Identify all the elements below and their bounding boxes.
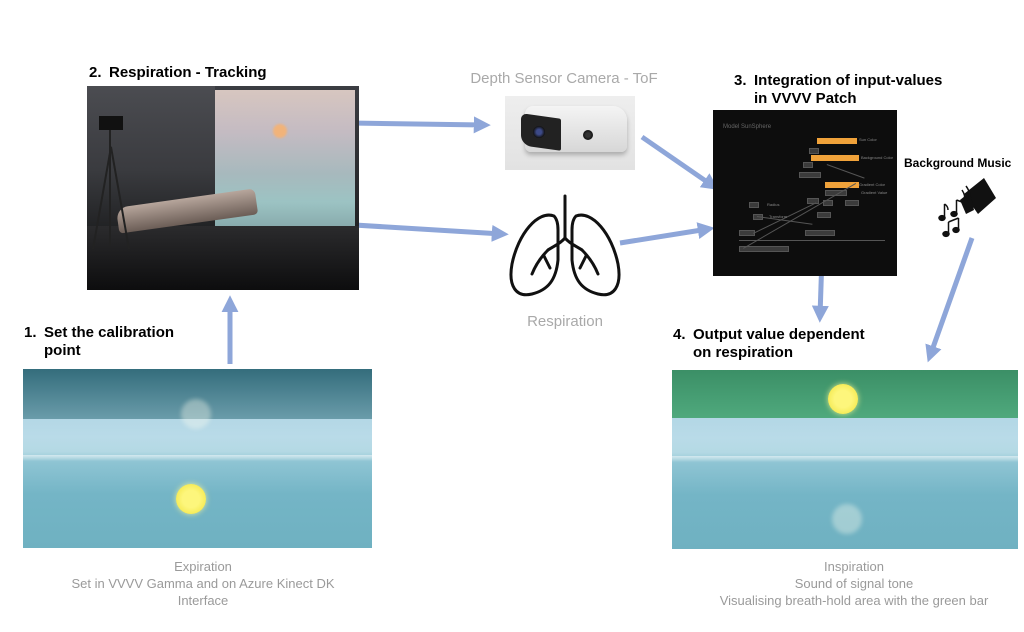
sun-indicator	[828, 384, 858, 414]
step-integration-heading: 3. Integration of input-values in VVVV Pa…	[734, 72, 942, 108]
caption-line: Inspiration	[824, 559, 884, 574]
step-title-line1: Output value dependent	[693, 326, 865, 343]
inspiration-caption: Inspiration Sound of signal tone Visuali…	[692, 558, 1016, 609]
step-title-line2: on respiration	[693, 344, 794, 361]
caption-line: Interface	[177, 593, 229, 608]
expiration-caption: Expiration Set in VVVV Gamma and on Azur…	[30, 558, 376, 609]
sun-indicator	[176, 484, 206, 514]
respiration-label: Respiration	[527, 313, 603, 330]
step-number: 1.	[24, 324, 37, 341]
respiration-tracking-photo	[87, 86, 359, 290]
output-scene	[672, 370, 1018, 549]
depth-sensor-camera-photo	[505, 96, 635, 170]
depth-sensor-label: Depth Sensor Camera - ToF	[470, 70, 658, 87]
arrow-respiration-to-patch	[619, 222, 715, 246]
step-title-line2: in VVVV Patch	[754, 90, 857, 107]
step-number: 4.	[673, 326, 686, 343]
calibration-band	[23, 369, 372, 419]
caption-line: Sound of signal tone	[794, 576, 914, 591]
step-output-heading: 4. Output value dependent on respiration	[673, 326, 865, 362]
caption-line: Visualising breath-hold area with the gr…	[719, 593, 989, 608]
step-title-line1: Integration of input-values	[754, 72, 943, 89]
lungs-icon	[509, 194, 621, 297]
step-number: 3.	[734, 72, 747, 89]
tripod-camera	[99, 116, 123, 130]
step-tracking-heading: 2. Respiration - Tracking	[89, 64, 267, 82]
step-calibration-heading: 1. Set the calibration point	[24, 324, 174, 360]
calibration-scene	[23, 369, 372, 548]
caption-line: Set in VVVV Gamma and on Azure Kinect DK	[71, 576, 335, 591]
background-music-icon	[938, 178, 996, 238]
caption-line: Expiration	[174, 559, 232, 574]
vvvv-patch-screenshot: Model SunSphere Sun Color Background Col…	[713, 110, 897, 276]
camera-lens	[533, 126, 545, 138]
arrow-music-to-output	[925, 237, 975, 363]
music-notes-icon	[938, 185, 971, 238]
step-title: Respiration - Tracking	[109, 64, 267, 81]
background-music-label: Background Music	[904, 156, 1012, 170]
music-speaker-icon	[960, 178, 996, 214]
arrow-camera-to-patch	[640, 134, 719, 190]
step-title-line1: Set the calibration	[44, 324, 175, 341]
patch-title: Model SunSphere	[723, 124, 772, 130]
step-title-line2: point	[44, 342, 81, 359]
step-number: 2.	[89, 64, 102, 81]
